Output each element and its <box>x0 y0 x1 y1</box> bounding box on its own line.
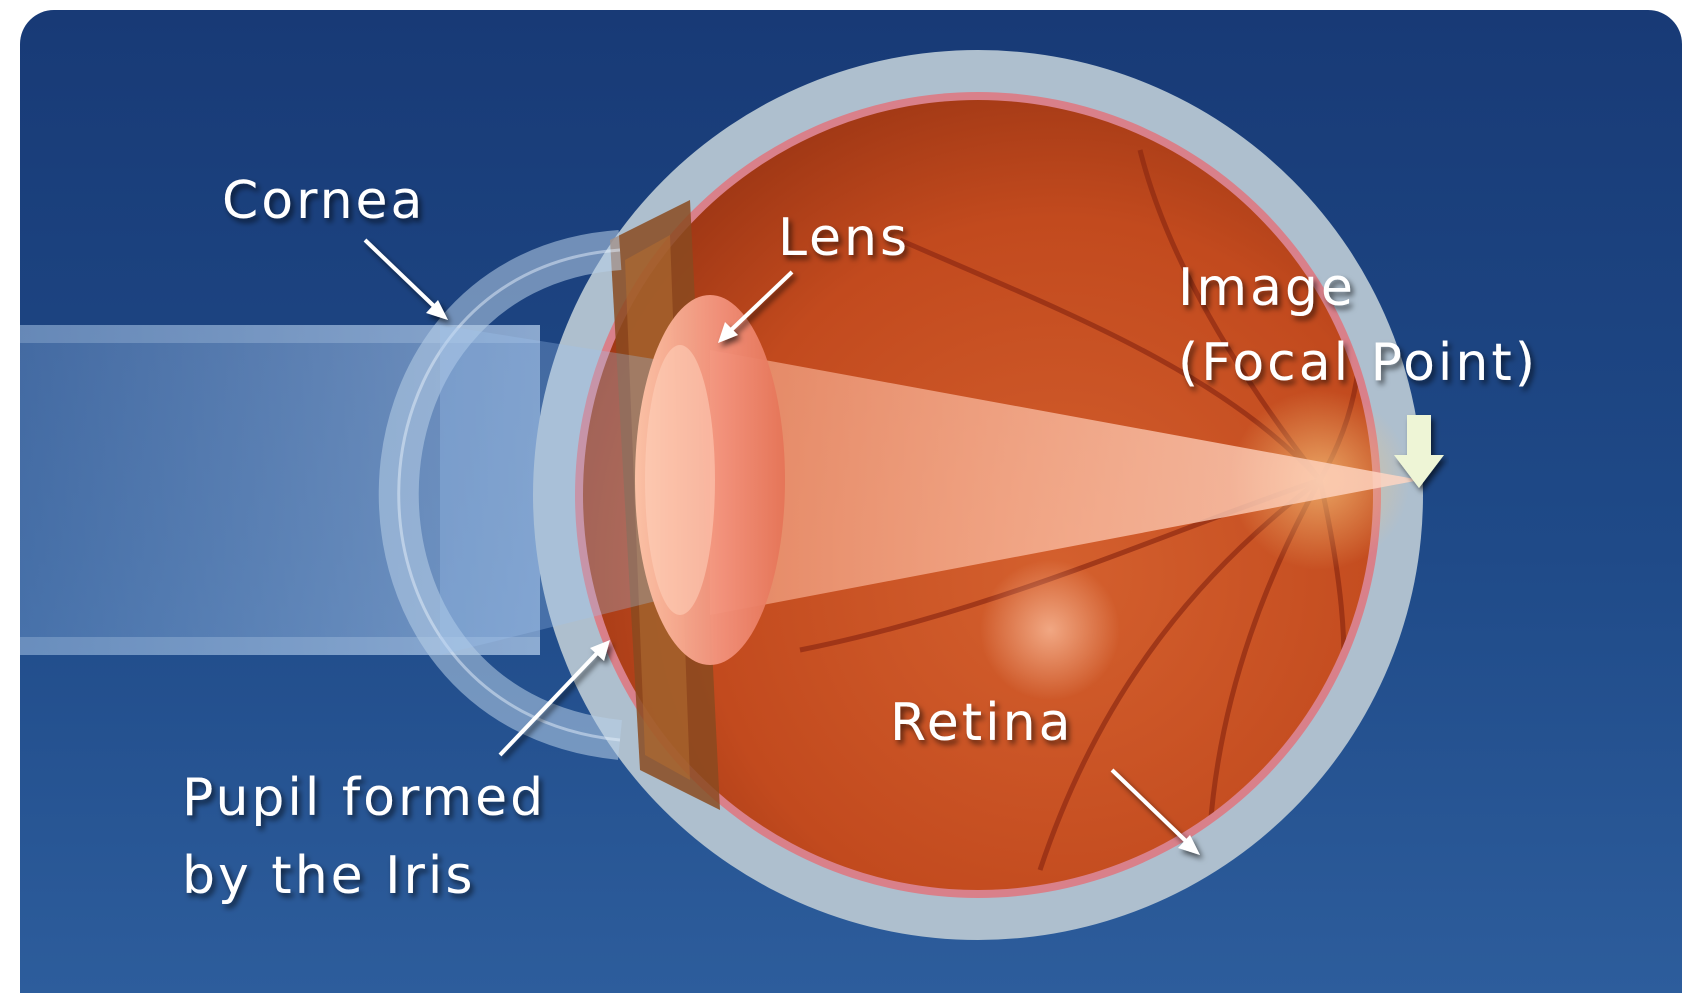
macula <box>980 560 1120 700</box>
retina-label: Retina <box>890 693 1073 753</box>
pupil-label-line2: by the Iris <box>182 846 475 906</box>
lens-highlight <box>645 345 715 615</box>
eye-diagram-svg: Cornea Lens Image (Focal Point) Retina P… <box>20 10 1682 993</box>
eye-diagram: Cornea Lens Image (Focal Point) Retina P… <box>20 10 1682 993</box>
image-label-line1: Image <box>1178 258 1356 318</box>
lens-label: Lens <box>778 208 910 268</box>
cornea-label: Cornea <box>222 171 425 231</box>
refracted-beam <box>440 325 660 655</box>
image-label-line2: (Focal Point) <box>1178 333 1538 393</box>
pupil-label-line1: Pupil formed <box>182 768 546 828</box>
